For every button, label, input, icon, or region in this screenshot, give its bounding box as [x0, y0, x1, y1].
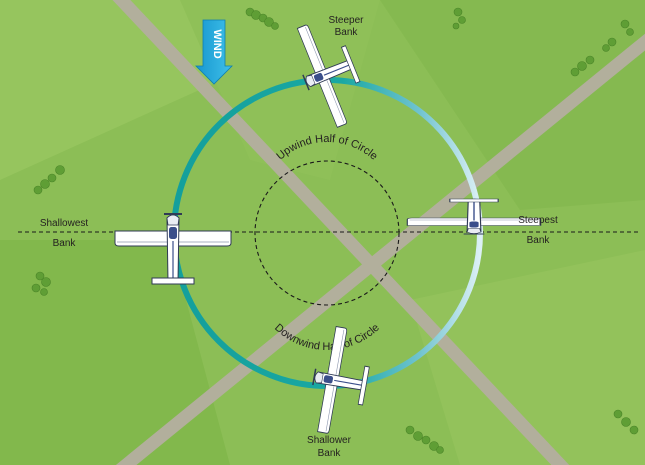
- svg-text:Bank: Bank: [53, 238, 77, 249]
- shallower-bank-label: Shallower Bank: [307, 435, 352, 459]
- reference-circle: [254, 160, 400, 306]
- svg-text:Bank: Bank: [318, 448, 342, 459]
- svg-text:Bank: Bank: [335, 27, 359, 38]
- tree-cluster: [405, 425, 444, 454]
- wind-arrow: WIND: [195, 19, 233, 85]
- steepest-bank-label: Steepest Bank: [518, 215, 558, 246]
- road-diagonal-1: [112, 0, 570, 465]
- tree-cluster: [33, 165, 65, 195]
- field-patch: [0, 240, 230, 465]
- wind-label: WIND: [211, 29, 223, 58]
- road-diagonal-2: [115, 33, 645, 465]
- tree-cluster: [245, 7, 279, 30]
- tree-cluster: [31, 271, 51, 296]
- svg-text:Steepest: Steepest: [518, 215, 558, 226]
- svg-text:Shallowest: Shallowest: [40, 218, 89, 229]
- svg-text:Bank: Bank: [527, 235, 551, 246]
- svg-text:Shallower: Shallower: [307, 435, 352, 446]
- field-patch: [380, 0, 645, 210]
- svg-text:Steeper: Steeper: [328, 15, 364, 26]
- tree-cluster: [452, 7, 466, 30]
- steeper-bank-label: Steeper Bank: [328, 15, 364, 38]
- field-patch: [410, 250, 645, 465]
- tree-cluster: [570, 19, 634, 77]
- shallowest-bank-label: Shallowest Bank: [40, 218, 89, 249]
- tree-cluster: [613, 409, 639, 435]
